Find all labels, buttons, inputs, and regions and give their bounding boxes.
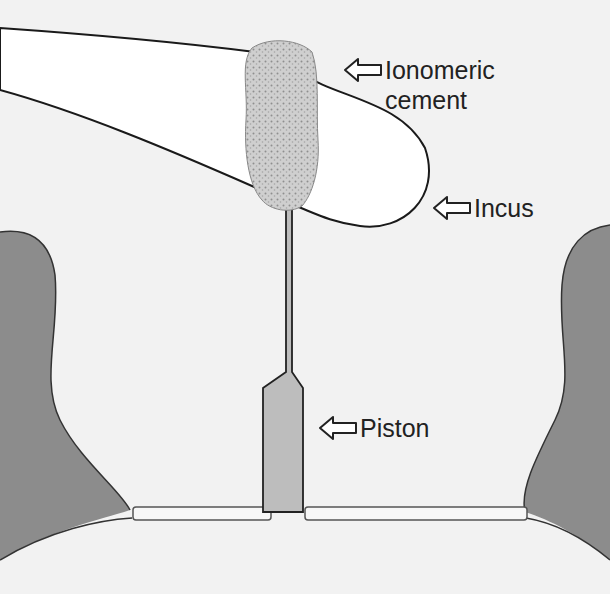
callout-arrow (345, 59, 381, 81)
stapes-footplate (305, 507, 527, 520)
incus-bone (0, 28, 429, 227)
ionomeric-cement (245, 41, 318, 211)
piston-prosthesis (263, 205, 303, 512)
bone-wall-right (524, 225, 610, 560)
vestibule-outline (0, 518, 132, 560)
cavity-outline (524, 225, 610, 512)
vestibule-outline (526, 518, 610, 560)
bone-wall-left (0, 231, 130, 560)
stapes-footplate (133, 507, 271, 520)
part-label: Piston (360, 413, 500, 443)
cavity-outline (0, 231, 130, 510)
callout-arrow (434, 197, 470, 219)
part-label: Ionomeric cement (385, 55, 565, 115)
part-label: Incus (474, 193, 594, 223)
callout-arrow (320, 417, 356, 439)
